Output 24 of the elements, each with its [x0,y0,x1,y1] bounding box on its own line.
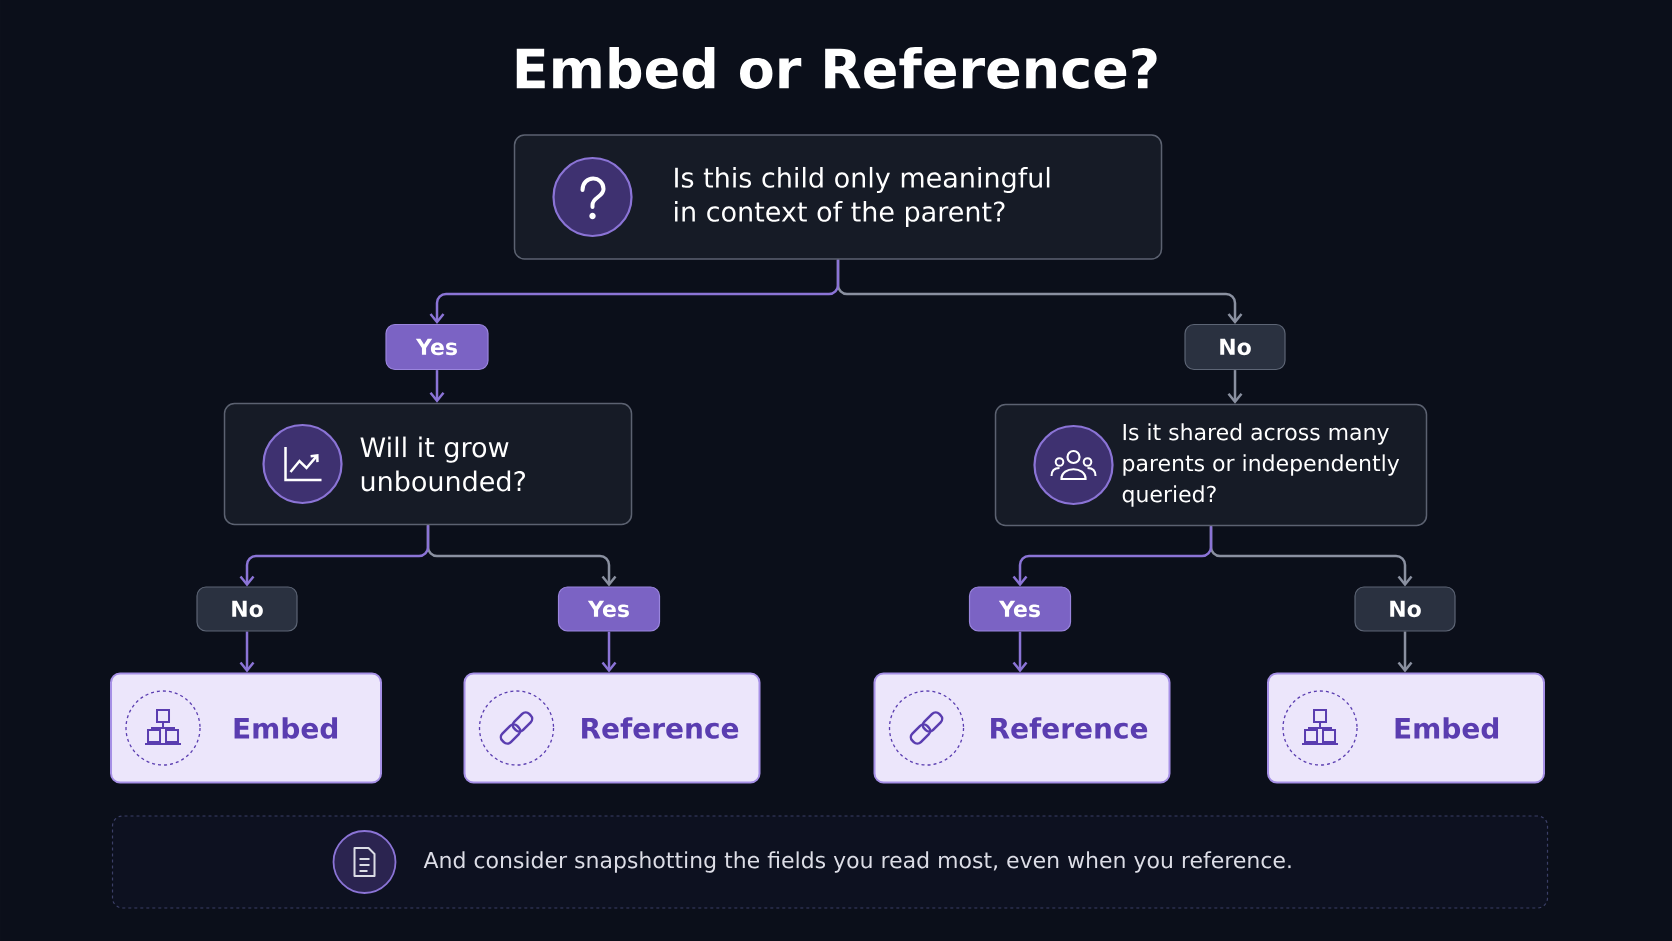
arrow [429,259,840,324]
question-box: Will it grow unbounded? [223,402,633,526]
arrow [601,631,617,673]
arrow [1012,526,1213,587]
result-box: Reference [463,672,761,784]
question-box: Is it shared across many parents or independently queried? [994,403,1428,527]
arrow [239,525,430,587]
answer-pill: Yes [968,586,1072,632]
answer-pill: Yes [385,323,489,371]
arrow [1227,370,1243,404]
note-box: And consider snapshotting the fields you read most, even when you reference. [111,815,1549,909]
arrow [1397,631,1413,673]
title: Embed or Reference? [516,47,1157,89]
result-box: Embed [1267,672,1545,784]
result-box: Reference [873,672,1171,784]
result-box: Embed [110,672,382,784]
answer-pill: No [196,586,298,632]
arrow [239,631,255,673]
answer-pill: No [1184,323,1286,371]
arrow [429,370,445,403]
question-box: Is this child only meaningful in context of the parent? [513,134,1163,260]
arrow [1012,631,1028,673]
answer-pill: Yes [557,586,661,632]
answer-pill: No [1354,586,1456,632]
